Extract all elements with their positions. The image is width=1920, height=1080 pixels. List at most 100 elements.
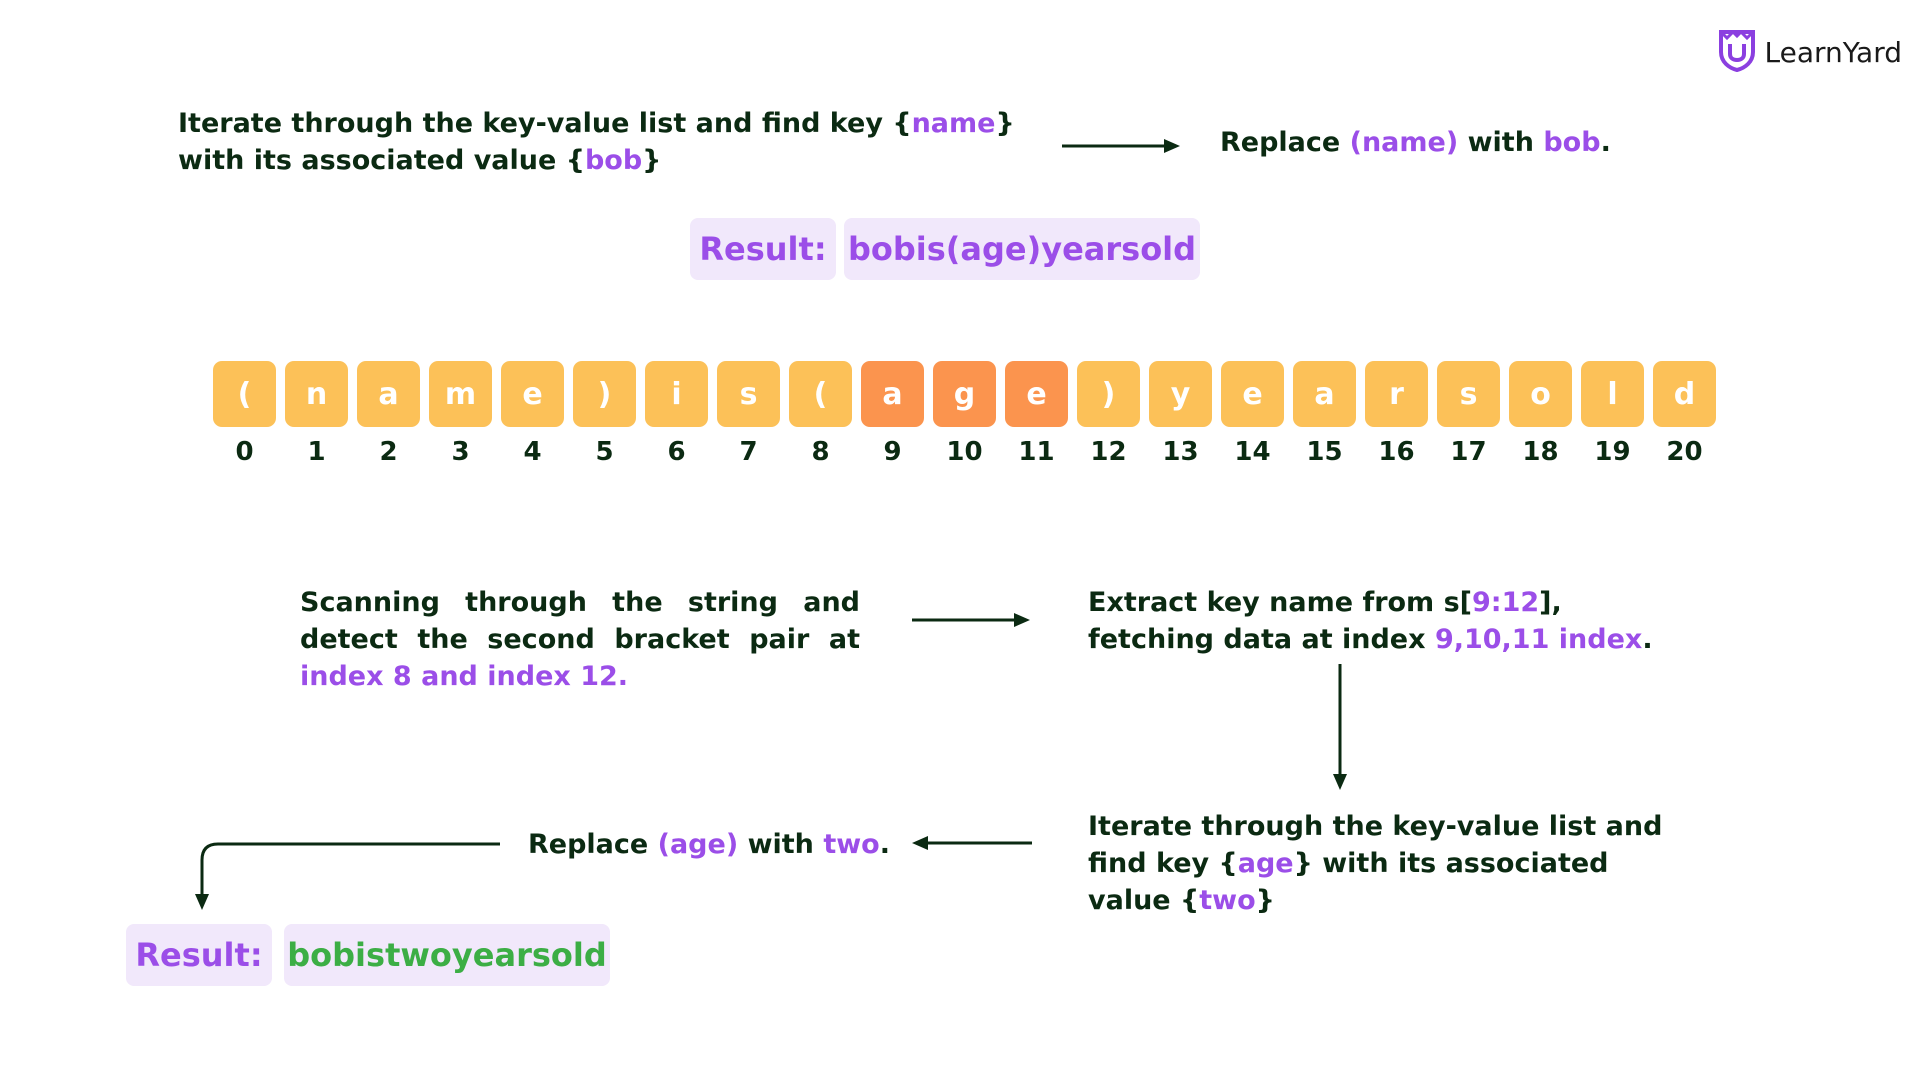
char-cell: r 16: [1365, 361, 1428, 467]
char-index: 4: [523, 437, 542, 467]
char-index: 14: [1234, 437, 1271, 467]
char-box: (: [213, 361, 276, 427]
result1-value: bobis(age)yearsold: [844, 218, 1200, 280]
char-cell: ) 12: [1077, 361, 1140, 467]
char-box: s: [717, 361, 780, 427]
replace2-text-part: Replace: [528, 829, 658, 860]
arrow-right-icon: [912, 613, 1030, 627]
char-index: 6: [667, 437, 686, 467]
char-index: 10: [946, 437, 983, 467]
arrow-right-icon: [1062, 139, 1180, 153]
char-cell: g 10: [933, 361, 996, 467]
logo-text: LearnYard: [1764, 35, 1902, 69]
char-box: a: [861, 361, 924, 427]
extract-text-part: ], fetching data at index: [1088, 587, 1562, 655]
extract-indices: 9,10,11 index: [1434, 624, 1643, 655]
replace1-text-part: with: [1458, 127, 1544, 158]
char-index: 0: [235, 437, 254, 467]
learnyard-logo: LearnYard: [1717, 28, 1902, 76]
char-index: 17: [1450, 437, 1487, 467]
char-cell: l 19: [1581, 361, 1644, 467]
char-box: o: [1509, 361, 1572, 427]
scan-indices: index 8 and index 12.: [300, 661, 629, 692]
char-box: a: [1293, 361, 1356, 427]
shield-logo-icon: [1717, 28, 1757, 76]
char-box: s: [1437, 361, 1500, 427]
char-index: 9: [883, 437, 902, 467]
extract-text: Extract key name from s[9:12], fetching …: [1088, 584, 1658, 658]
result2-value: bobistwoyearsold: [284, 924, 610, 986]
step2-key: age: [1237, 848, 1294, 879]
char-index: 16: [1378, 437, 1415, 467]
replace1-text-part: .: [1600, 127, 1611, 158]
char-index: 19: [1594, 437, 1631, 467]
char-index: 8: [811, 437, 830, 467]
char-cell: e 14: [1221, 361, 1284, 467]
step1-text-part: Iterate through the key-value list and f…: [178, 108, 912, 139]
char-index: 12: [1090, 437, 1127, 467]
char-box: e: [501, 361, 564, 427]
char-box: d: [1653, 361, 1716, 427]
step2-value: two: [1199, 885, 1256, 916]
char-index: 3: [451, 437, 470, 467]
replace1-key: (name): [1349, 127, 1459, 158]
char-box: (: [789, 361, 852, 427]
replace2-key: (age): [657, 829, 739, 860]
result2-label: Result:: [126, 924, 272, 986]
char-box: n: [285, 361, 348, 427]
char-index: 20: [1666, 437, 1703, 467]
char-cell: s 17: [1437, 361, 1500, 467]
replace2-text-part: with: [738, 829, 824, 860]
extract-text-part: Extract key name from s[: [1088, 587, 1472, 618]
char-box: g: [933, 361, 996, 427]
char-index: 5: [595, 437, 614, 467]
scan-text: Scanning through the string and detect t…: [300, 584, 860, 695]
step1-key: name: [911, 108, 996, 139]
extract-slice: 9:12: [1472, 587, 1540, 618]
char-box: m: [429, 361, 492, 427]
elbow-arrow-icon: [195, 842, 500, 910]
step1-text: Iterate through the key-value list and f…: [178, 105, 1068, 179]
char-index: 1: [307, 437, 326, 467]
char-box: r: [1365, 361, 1428, 427]
char-index: 18: [1522, 437, 1559, 467]
char-index: 13: [1162, 437, 1199, 467]
replace1-text: Replace (name) with bob.: [1220, 124, 1611, 161]
char-box: ): [573, 361, 636, 427]
step2-text-part: } with its associated value {: [1088, 848, 1609, 916]
char-box: a: [357, 361, 420, 427]
char-box: ): [1077, 361, 1140, 427]
extract-text-part: .: [1642, 624, 1653, 655]
char-cell: )5: [573, 361, 636, 467]
replace1-value: bob: [1543, 127, 1601, 158]
char-index: 2: [379, 437, 398, 467]
step2-text: Iterate through the key-value list and f…: [1088, 808, 1688, 919]
char-box: y: [1149, 361, 1212, 427]
char-index: 7: [739, 437, 758, 467]
scan-text-part: Scanning through the string and detect t…: [300, 587, 860, 655]
char-box: e: [1221, 361, 1284, 427]
char-cell: a 15: [1293, 361, 1356, 467]
char-box: l: [1581, 361, 1644, 427]
step2-text-part: }: [1255, 885, 1275, 916]
char-index: 15: [1306, 437, 1343, 467]
char-cell: d 20: [1653, 361, 1716, 467]
char-cell: y 13: [1149, 361, 1212, 467]
step1-text-part: } with its associated value {: [178, 108, 1015, 176]
char-box: e: [1005, 361, 1068, 427]
char-cell: o 18: [1509, 361, 1572, 467]
replace1-text-part: Replace: [1220, 127, 1350, 158]
char-cell: (0: [213, 361, 276, 467]
replace2-value: two: [823, 829, 880, 860]
result1-label: Result:: [690, 218, 836, 280]
char-cell: (8: [789, 361, 852, 467]
arrow-down-icon: [1333, 664, 1347, 790]
